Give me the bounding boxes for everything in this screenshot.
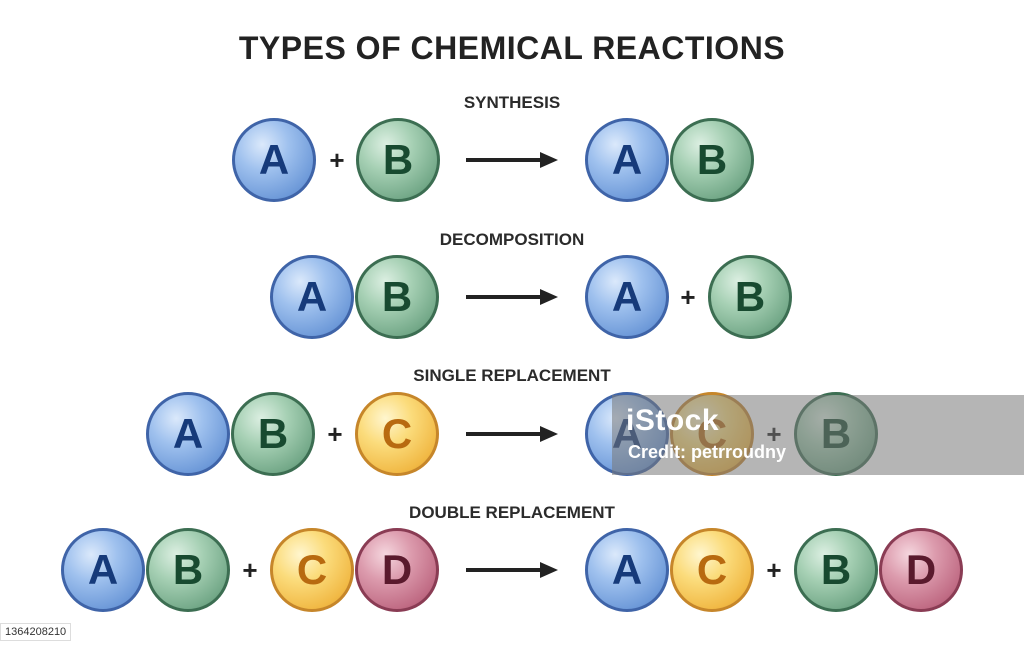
reaction-label-decomposition: DECOMPOSITION: [439, 230, 585, 249]
plus-sign: +: [327, 419, 343, 449]
atom-d-ball: D: [879, 528, 963, 612]
atom-b-ball: B: [355, 255, 439, 339]
atom-a-ball: A: [232, 118, 316, 202]
atom-b-ball: B: [794, 528, 878, 612]
plus-sign: +: [680, 282, 696, 312]
plus-sign: +: [766, 555, 782, 585]
atom-d-ball: D: [355, 528, 439, 612]
atom-a-ball: A: [61, 528, 145, 612]
credit-text: Credit: petrroudny: [628, 442, 787, 462]
atom-c-ball: C: [355, 392, 439, 476]
atom-b-ball: B: [708, 255, 792, 339]
istock-logo: iStock: [626, 404, 720, 437]
reaction-arrow-icon: [466, 426, 558, 442]
atom-b-ball: B: [231, 392, 315, 476]
atom-b-ball: B: [146, 528, 230, 612]
atom-b-ball: B: [670, 118, 754, 202]
atom-a-ball: A: [585, 118, 669, 202]
image-id-tag: 1364208210: [0, 623, 72, 641]
atom-a-ball: A: [585, 255, 669, 339]
atom-a-ball: A: [585, 528, 669, 612]
reaction-label-synthesis: SYNTHESIS: [463, 93, 561, 112]
watermark-overlay: [612, 395, 1024, 475]
plus-sign: +: [242, 555, 258, 585]
reaction-arrow-icon: [466, 152, 558, 168]
page-title: TYPES OF CHEMICAL REACTIONS: [238, 30, 786, 66]
reaction-arrow-icon: [466, 289, 558, 305]
plus-sign: +: [329, 145, 345, 175]
atom-c-ball: C: [270, 528, 354, 612]
reaction-arrow-icon: [466, 562, 558, 578]
atom-b-ball: B: [356, 118, 440, 202]
atom-a-ball: A: [270, 255, 354, 339]
reaction-label-single-replacement: SINGLE REPLACEMENT: [413, 366, 611, 385]
atom-a-ball: A: [146, 392, 230, 476]
reaction-label-double-replacement: DOUBLE REPLACEMENT: [409, 503, 615, 522]
atom-c-ball: C: [670, 528, 754, 612]
